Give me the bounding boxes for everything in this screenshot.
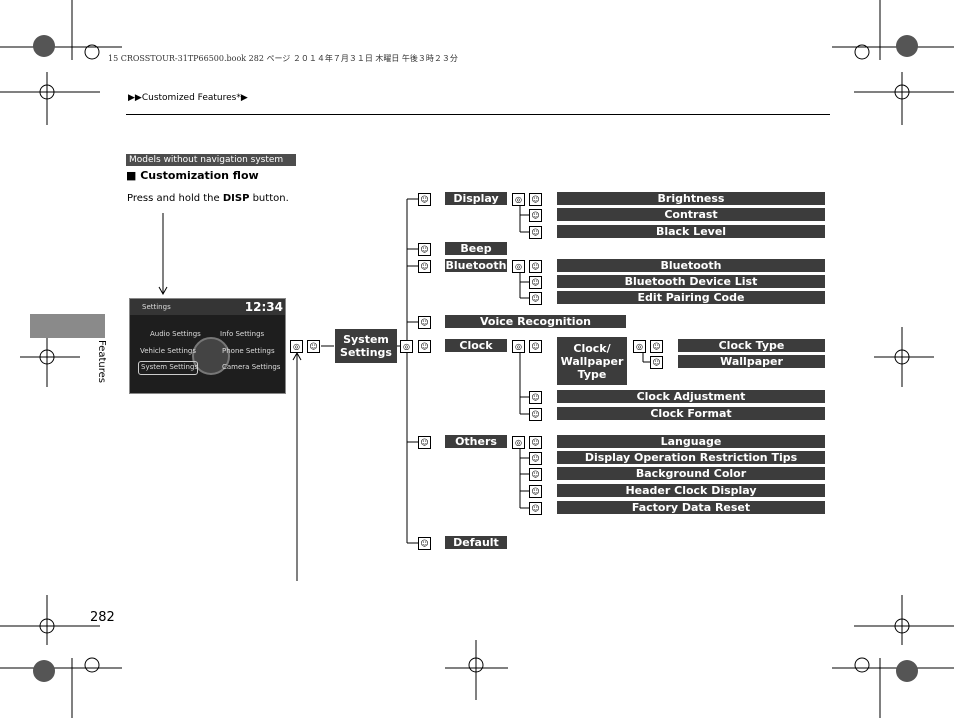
page-number: 282 [90,610,115,625]
screen-title-bar [130,299,285,315]
models-badge: Models without navigation system [126,154,296,166]
flow-wallpaper: Wallpaper [678,355,825,368]
screen-item: Info Settings [220,330,265,338]
rotate-knob-icon: ◎ [290,340,303,353]
flow-factory-data-reset: Factory Data Reset [557,501,825,514]
screen-item: Phone Settings [222,347,275,355]
press-knob-icon: ☺ [307,340,320,353]
flow-black-level: Black Level [557,225,825,238]
press-knob-icon: ☺ [418,193,431,206]
press-knob-icon: ☺ [529,502,542,515]
flow-brightness: Brightness [557,192,825,205]
press-knob-icon: ☺ [418,260,431,273]
selection-highlight [138,361,198,375]
screen-item: System Settings [141,363,199,371]
rotate-knob-icon: ◎ [512,193,525,206]
flow-language: Language [557,435,825,448]
settings-screen: Settings 12:34 Audio Settings Info Setti… [129,298,286,394]
screen-item: Vehicle Settings [140,347,196,355]
flow-bluetooth-device-list: Bluetooth Device List [557,275,825,288]
header-rule [126,114,830,115]
press-knob-icon: ☺ [529,436,542,449]
press-knob-icon: ☺ [529,193,542,206]
flow-bluetooth: Bluetooth [445,259,507,272]
press-knob-icon: ☺ [529,452,542,465]
flow-clock: Clock [445,339,507,352]
flow-background-color: Background Color [557,467,825,480]
press-knob-icon: ☺ [529,260,542,273]
flow-voice-recognition: Voice Recognition [445,315,626,328]
press-knob-icon: ☺ [650,340,663,353]
rotate-knob-icon: ◎ [633,340,646,353]
rotate-knob-icon: ◎ [400,340,413,353]
instruction-text: Press and hold the DISP button. [127,193,289,204]
flow-clock-format: Clock Format [557,407,825,420]
press-knob-icon: ☺ [529,226,542,239]
flow-beep: Beep [445,242,507,255]
side-tab-label: Features [96,340,107,383]
press-knob-icon: ☺ [529,340,542,353]
press-knob-icon: ☺ [529,276,542,289]
press-knob-icon: ☺ [529,468,542,481]
knob-graphic [192,337,230,375]
press-knob-icon: ☺ [529,408,542,421]
press-knob-icon: ☺ [418,340,431,353]
press-knob-icon: ☺ [418,243,431,256]
flow-clock-adjustment: Clock Adjustment [557,390,825,403]
press-knob-icon: ☺ [418,537,431,550]
flow-clock-wallpaper-type: Clock/ Wallpaper Type [557,337,627,385]
flow-others: Others [445,435,507,448]
section-tab [30,314,105,338]
flow-bluetooth-toggle: Bluetooth [557,259,825,272]
flow-display-operation-restriction-tips: Display Operation Restriction Tips [557,451,825,464]
press-knob-icon: ☺ [418,316,431,329]
flow-header-clock-display: Header Clock Display [557,484,825,497]
press-knob-icon: ☺ [529,391,542,404]
flow-edit-pairing-code: Edit Pairing Code [557,291,825,304]
flow-clock-type: Clock Type [678,339,825,352]
flow-display: Display [445,192,507,205]
print-info: 15 CROSSTOUR-31TP66500.book 282 ページ ２０１４… [108,54,458,63]
rotate-knob-icon: ◎ [512,340,525,353]
press-knob-icon: ☺ [650,356,663,369]
press-knob-icon: ☺ [418,436,431,449]
press-knob-icon: ☺ [529,292,542,305]
section-title: ■ Customization flow [126,169,259,182]
flow-contrast: Contrast [557,208,825,221]
press-knob-icon: ☺ [529,209,542,222]
screen-title: Settings [142,303,171,311]
screen-item: Camera Settings [222,363,281,371]
flow-default: Default [445,536,507,549]
rotate-knob-icon: ◎ [512,436,525,449]
rotate-knob-icon: ◎ [512,260,525,273]
press-knob-icon: ☺ [529,485,542,498]
flow-system-settings: System Settings [335,329,397,363]
breadcrumb: ▶▶Customized Features*▶ [128,93,248,103]
screen-item: Audio Settings [150,330,201,338]
screen-clock: 12:34 [244,300,283,314]
